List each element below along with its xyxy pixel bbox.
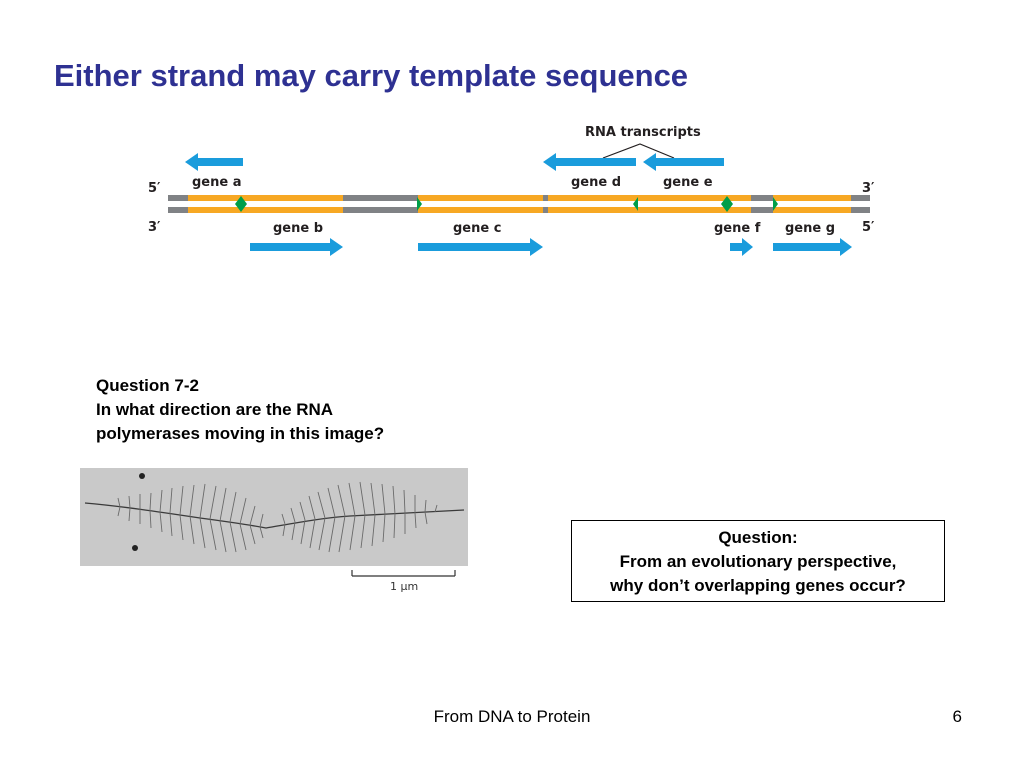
micrograph-transcripts-right — [281, 481, 438, 553]
gene-g-label: gene g — [785, 221, 835, 236]
rna-transcripts-label: RNA transcripts — [585, 125, 701, 140]
micrograph-dna-strand — [84, 502, 465, 529]
gene-c-label: gene c — [453, 221, 501, 236]
micrograph-particle — [139, 473, 145, 479]
slide-footer: From DNA to Protein — [433, 707, 591, 726]
promoter-markers — [235, 196, 778, 212]
gene-b-transcript-arrow — [250, 238, 343, 256]
bottom-strand — [168, 207, 870, 213]
gene-e-label: gene e — [663, 175, 713, 190]
gene-f-label: gene f — [714, 221, 761, 236]
gene-g-transcript-arrow — [773, 238, 852, 256]
transcripts-bracket — [602, 143, 675, 159]
gene-a-transcript-arrow — [185, 153, 243, 171]
evolution-question-box: Question: From an evolutionary perspecti… — [571, 520, 945, 602]
micrograph-background — [80, 468, 468, 566]
question-box-line-3: why don’t overlapping genes occur? — [610, 576, 906, 595]
gene-f-transcript-arrow — [730, 238, 753, 256]
question-7-2: Question 7-2 In what direction are the R… — [96, 374, 384, 446]
top-strand-right-end: 3′ — [862, 181, 875, 196]
page-number: 6 — [952, 707, 962, 726]
gene-d-label: gene d — [571, 175, 621, 190]
micrograph-transcripts-left — [117, 483, 264, 553]
top-strand-left-end: 5′ — [148, 181, 161, 196]
question-7-2-line-2: In what direction are the RNA — [96, 400, 334, 419]
bottom-strand-right-end: 5′ — [862, 220, 875, 235]
question-7-2-line-3: polymerases moving in this image? — [96, 424, 385, 443]
question-box-line-1: Question: — [718, 528, 798, 547]
micrograph-particle — [132, 545, 138, 551]
scale-bar-label: 1 μm — [390, 580, 418, 593]
bottom-strand-left-end: 3′ — [148, 220, 161, 235]
gene-d-transcript-arrow — [543, 153, 636, 171]
top-strand — [168, 195, 870, 201]
electron-micrograph: 1 μm — [80, 468, 468, 593]
question-7-2-line-1: Question 7-2 — [96, 376, 199, 395]
gene-c-transcript-arrow — [418, 238, 543, 256]
gene-strand-diagram: 5′ 3′ 3′ 5′ RNA transcripts gene a gene … — [148, 125, 875, 256]
question-box-line-2: From an evolutionary perspective, — [619, 552, 897, 571]
gene-e-transcript-arrow — [643, 153, 724, 171]
slide-title: Either strand may carry template sequenc… — [54, 58, 689, 93]
gene-a-label: gene a — [192, 175, 242, 190]
gene-b-label: gene b — [273, 221, 323, 236]
